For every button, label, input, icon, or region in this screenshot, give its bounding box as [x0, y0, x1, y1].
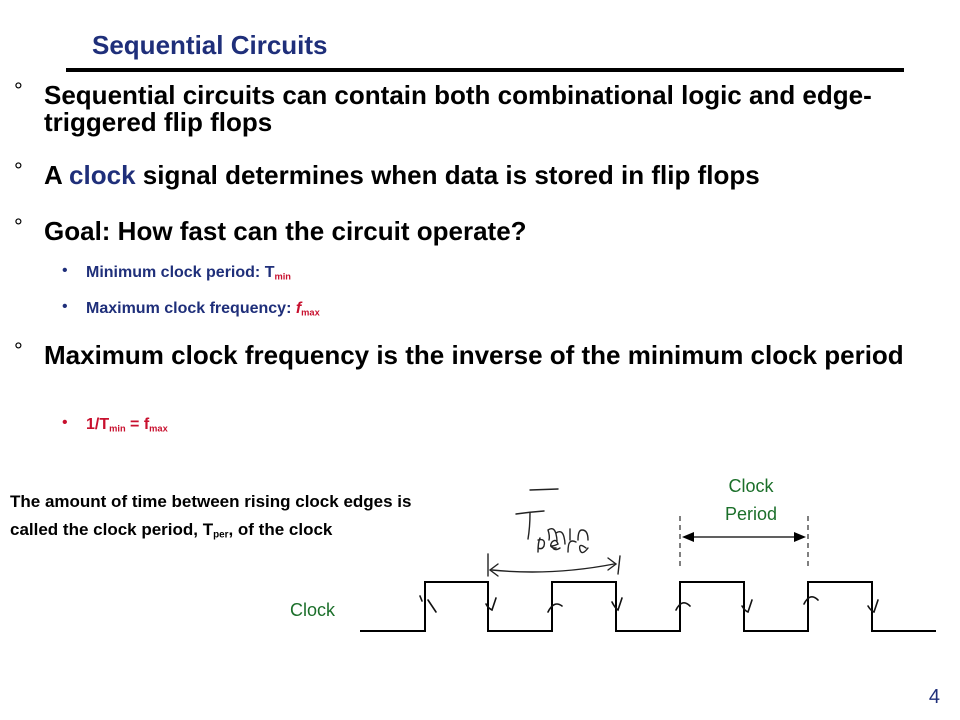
bullet-glyph: °	[14, 78, 23, 103]
bullet-text: Maximum clock frequency is the inverse o…	[44, 340, 904, 370]
sub-glyph: •	[62, 298, 68, 315]
sub-glyph: •	[62, 414, 68, 431]
sub-bullet-min-period: • Minimum clock period: Tmin	[62, 262, 291, 282]
keyword-clock: clock	[69, 160, 136, 190]
sub-text: Minimum clock period: Tmin	[86, 264, 291, 282]
inverse-b-sub: max	[149, 423, 168, 434]
bullet-text: Sequential circuits can contain both com…	[44, 80, 872, 137]
sub-bullet-max-frequency: • Maximum clock frequency: fmax	[62, 298, 320, 318]
title-rule	[66, 68, 904, 72]
page-number: 4	[928, 686, 940, 708]
period-arrowhead-right	[794, 532, 806, 542]
caption-subscript: per	[213, 529, 229, 541]
bullet-goal: ° Goal: How fast can the circuit operate…	[14, 214, 944, 246]
bullet-max-frequency: ° Maximum clock frequency is the inverse…	[14, 338, 944, 370]
inverse-a-sub: min	[109, 423, 126, 434]
sub-glyph: •	[62, 262, 68, 279]
inverse-a: 1/T	[86, 416, 110, 433]
fmax-subscript: max	[301, 307, 320, 318]
bullet-text: Goal: How fast can the circuit operate?	[44, 216, 527, 246]
clock-period-label: Clock Period	[706, 472, 796, 528]
clock-square-wave	[360, 581, 936, 632]
bullet-clock-signal: ° A clock signal determines when data is…	[14, 158, 944, 189]
sub-bullet-inverse: • 1/Tmin = fmax	[62, 414, 168, 434]
bullet-text: A clock signal determines when data is s…	[44, 162, 944, 189]
bullet-glyph: °	[14, 158, 23, 183]
max-freq-label: Maximum clock frequency:	[86, 300, 296, 317]
caption-line-2: , of the clock	[228, 520, 333, 539]
clock-period-label-line-1: Clock	[728, 476, 774, 496]
handwritten-edge-marks	[419, 595, 879, 614]
sub-text: Maximum clock frequency: fmax	[86, 300, 320, 318]
fmax-symbol: f	[295, 300, 302, 317]
bullet-glyph: °	[14, 214, 23, 239]
min-period-label: Minimum clock period:	[86, 264, 265, 281]
inverse-eq: = f	[125, 416, 150, 433]
clock-period-label-line-2: Period	[724, 504, 778, 524]
bullet-sequential: ° Sequential circuits can contain both c…	[14, 78, 944, 137]
sub-text: 1/Tmin = fmax	[86, 416, 168, 434]
period-arrowhead-left	[682, 532, 694, 542]
slide-title: Sequential Circuits	[92, 30, 328, 60]
bullet-text-before: A	[44, 160, 70, 190]
tmin-symbol: T	[264, 264, 275, 281]
caption-line-1: The amount of time between rising clock …	[10, 492, 412, 539]
clock-period-caption: The amount of time between rising clock …	[10, 488, 455, 549]
bullet-text-after: signal determines when data is stored in…	[135, 160, 760, 190]
tmin-subscript: min	[274, 271, 291, 282]
bullet-glyph: °	[14, 338, 23, 363]
handwritten-tmin-annotation	[487, 488, 621, 577]
clock-waveform-label: Clock	[290, 600, 336, 620]
